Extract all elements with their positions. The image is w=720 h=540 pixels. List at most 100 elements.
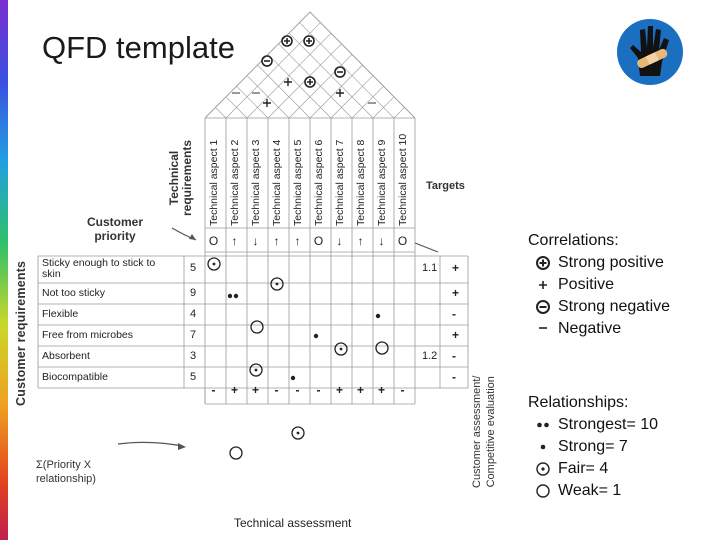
positive-icon <box>336 89 344 97</box>
strong-negative-icon <box>334 66 346 78</box>
strong-positive-icon <box>306 38 312 44</box>
fair-icon <box>275 282 279 286</box>
strong-icon <box>375 313 381 319</box>
relationships-legend: Relationships: Strongest= 10 Strong= 7 F… <box>528 392 658 502</box>
strong-positive-icon <box>307 79 313 85</box>
roof-diagonal <box>246 75 290 119</box>
roof-outline <box>204 11 416 119</box>
requirement-text: Not too sticky <box>42 287 106 299</box>
positive-icon <box>284 78 292 86</box>
legend-weak: Weak= 1 <box>528 480 658 502</box>
evaluation-sign: - <box>452 307 456 321</box>
aspect-header-5: Technical aspect 5 <box>292 139 304 226</box>
assessment-sign-1: - <box>211 383 216 397</box>
fair-icon <box>536 462 550 476</box>
targets-arrow <box>414 242 439 253</box>
roof-diagonal <box>288 32 374 119</box>
customer-requirements-label: Customer requirements <box>14 260 28 406</box>
target-value: 1.1 <box>422 262 438 274</box>
assessment-sign-8: + <box>356 383 364 397</box>
fair-icon <box>334 342 348 356</box>
aspect-header-8: Technical aspect 8 <box>355 139 367 226</box>
aspect-header-4: Technical aspect 4 <box>271 139 283 226</box>
aspect-header-9: Technical aspect 9 <box>376 139 388 226</box>
fair-icon <box>270 277 284 291</box>
page-title: QFD template <box>42 30 235 65</box>
roof-diagonal <box>299 22 395 119</box>
direction-6: O <box>313 234 324 248</box>
fair-icon <box>291 426 305 440</box>
hand-bandage-logo <box>617 19 683 85</box>
aspect-header-10: Technical aspect 10 <box>397 133 409 226</box>
priority-value: 4 <box>190 308 197 320</box>
fair-icon <box>207 257 221 271</box>
weak-icon <box>375 341 389 355</box>
sum-arrow-head <box>178 443 186 450</box>
requirement-row-2: Not too sticky 9 + <box>38 283 466 304</box>
competitive-evaluation-label: Customer assessment/ Competitive evaluat… <box>471 375 497 488</box>
strong-positive-icon <box>303 35 315 47</box>
evaluation-sign: - <box>452 370 456 384</box>
direction-10: O <box>397 234 408 248</box>
requirement-row-1: Sticky enough to stick to skin 5 1.1 + <box>38 256 466 280</box>
customer-priority-label: Customer priority <box>86 215 143 243</box>
requirement-text: Biocompatible <box>42 371 108 383</box>
direction-4: ↑ <box>273 234 280 248</box>
legend-fair: Fair= 4 <box>528 458 658 480</box>
priority-value: 5 <box>190 262 197 274</box>
aspect-header-7: Technical aspect 7 <box>334 139 346 226</box>
strong-positive-icon <box>281 35 293 47</box>
legend-strong-positive: Strong positive <box>528 252 670 274</box>
strong-icon <box>290 375 296 381</box>
fair-icon <box>339 347 343 351</box>
weak-icon <box>229 446 243 460</box>
requirement-row-6: Biocompatible 5 - <box>38 367 466 388</box>
direction-3: ↓ <box>252 234 259 248</box>
requirement-row-3: Flexible 4 - <box>38 304 466 325</box>
roof-diagonal <box>236 85 269 119</box>
fair-icon <box>254 368 258 372</box>
customer-priority-arrow-head <box>189 234 196 240</box>
roof-diagonal <box>215 107 227 119</box>
aspect-header-6: Technical aspect 6 <box>313 139 325 226</box>
requirement-text: Absorbent <box>42 350 90 362</box>
requirement-text: Flexible <box>42 308 79 320</box>
roof-diagonal <box>267 54 332 119</box>
priority-value: 5 <box>190 371 197 383</box>
direction-9: ↓ <box>378 234 385 248</box>
assessment-sign-3: + <box>251 383 259 397</box>
roof-diagonal <box>225 96 248 119</box>
technical-requirements-label: Technical requirements <box>167 139 194 216</box>
strong-positive-icon <box>284 38 290 44</box>
strong-icon <box>313 333 319 339</box>
requirement-text: Sticky enough to stick to skin <box>42 256 156 280</box>
correlations-legend: Correlations: Strong positive Positive S… <box>528 230 670 340</box>
positive-icon <box>263 99 271 107</box>
target-value: 1.2 <box>422 350 438 362</box>
legend-positive: Positive <box>528 274 670 296</box>
evaluation-sign: + <box>452 328 460 342</box>
strong-positive-icon <box>304 76 316 88</box>
positive-icon <box>539 281 547 289</box>
roof-diagonal <box>351 85 384 119</box>
direction-5: ↑ <box>294 234 301 248</box>
strongest-icon <box>233 293 239 299</box>
priority-value: 3 <box>190 350 197 362</box>
aspect-header-1: Technical aspect 1 <box>208 139 220 226</box>
requirement-text: Free from microbes <box>42 329 134 341</box>
evaluation-sign: - <box>452 349 456 363</box>
priority-value: 7 <box>190 329 197 341</box>
roof-diagonal <box>309 64 363 119</box>
rainbow-edge-bar <box>0 0 8 540</box>
strong-negative-icon <box>261 55 273 67</box>
roof-diagonal <box>393 107 405 119</box>
priority-value: 9 <box>190 287 197 299</box>
weak-icon <box>250 320 264 334</box>
direction-2: ↑ <box>231 234 238 248</box>
aspect-header-3: Technical aspect 3 <box>250 139 262 226</box>
assessment-sign-4: - <box>274 383 279 397</box>
direction-8: ↑ <box>357 234 364 248</box>
evaluation-sign: + <box>452 261 460 275</box>
legend-negative: Negative <box>528 318 670 340</box>
